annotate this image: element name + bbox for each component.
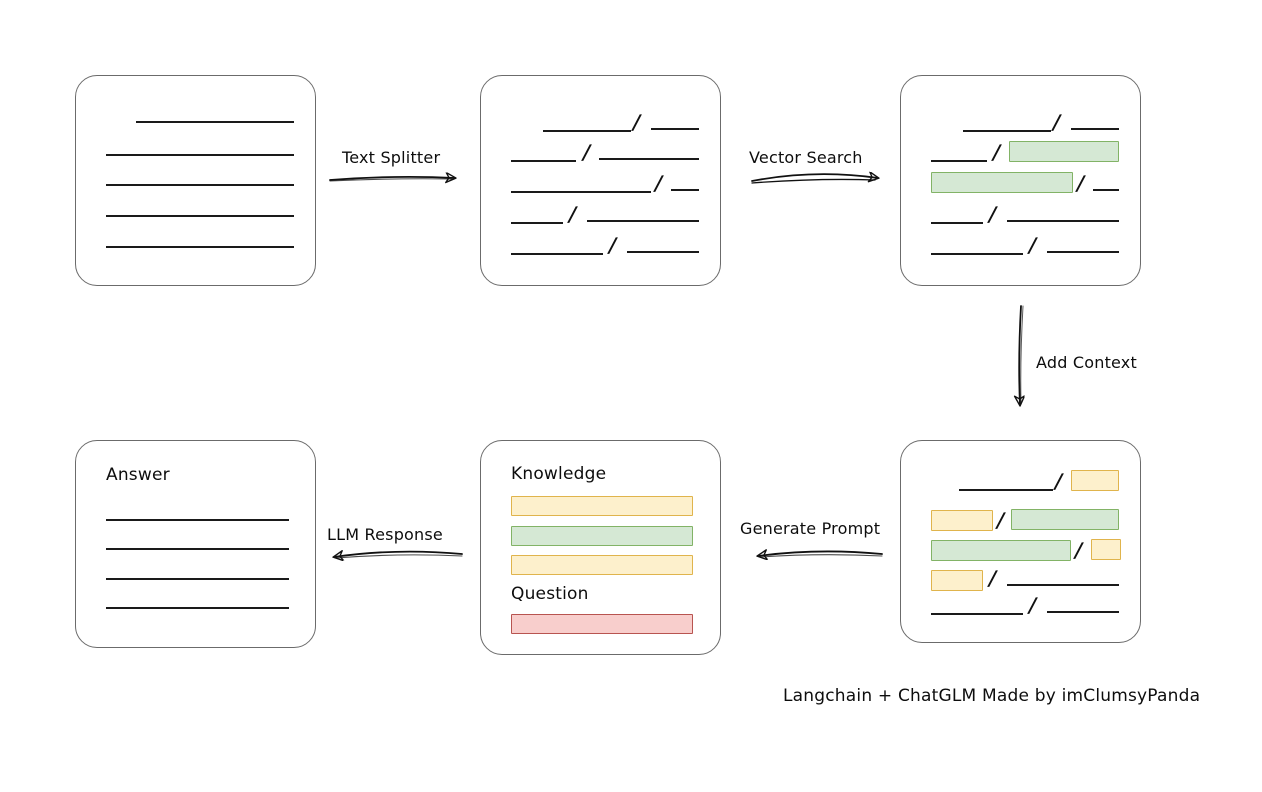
chunk-segment — [1047, 251, 1119, 253]
chunk-separator: / — [566, 202, 579, 226]
answer-label: Answer — [106, 465, 170, 485]
chunk-separator: / — [1050, 110, 1063, 134]
context-chunk-highlight[interactable] — [1091, 539, 1121, 560]
document-line — [106, 154, 294, 156]
chunk-segment — [651, 128, 699, 130]
chunk-segment — [671, 189, 699, 191]
vector-matched-chunks-box[interactable]: / / / / / — [900, 75, 1141, 286]
chunk-separator: / — [580, 140, 593, 164]
chunk-segment — [511, 253, 603, 255]
chunk-separator: / — [652, 171, 665, 195]
chunk-segment — [931, 253, 1023, 255]
split-chunks-box[interactable]: / / / / / — [480, 75, 721, 286]
document-line — [136, 121, 294, 123]
chunk-segment — [543, 130, 631, 132]
footer-credit: Langchain + ChatGLM Made by imClumsyPand… — [783, 686, 1201, 706]
edge-label-add-context: Add Context — [1036, 353, 1137, 372]
chunk-separator: / — [986, 202, 999, 226]
arrow-llm-response — [334, 552, 463, 558]
chunk-segment — [931, 160, 987, 162]
chunk-segment — [511, 191, 651, 193]
answer-box[interactable]: Answer — [75, 440, 316, 648]
chunk-separator: / — [1026, 593, 1039, 617]
document-line — [106, 246, 294, 248]
chunk-separator: / — [1074, 171, 1087, 195]
answer-line — [106, 519, 289, 521]
answer-line — [106, 578, 289, 580]
chunk-separator: / — [986, 566, 999, 590]
edge-label-generate-prompt: Generate Prompt — [740, 519, 881, 538]
knowledge-label: Knowledge — [511, 464, 607, 484]
chunk-segment — [1007, 220, 1119, 222]
chunk-separator: / — [1052, 469, 1065, 493]
edge-label-text-splitter: Text Splitter — [342, 148, 441, 167]
chunk-segment — [627, 251, 699, 253]
question-bar[interactable] — [511, 614, 693, 634]
knowledge-bar[interactable] — [511, 555, 693, 575]
arrow-add-context — [1019, 305, 1023, 405]
chunk-segment — [511, 160, 576, 162]
chunk-separator: / — [994, 508, 1007, 532]
chunk-separator: / — [1072, 538, 1085, 562]
retrieved-chunk-highlight[interactable] — [1011, 509, 1119, 530]
chunk-separator: / — [606, 233, 619, 257]
answer-line — [106, 607, 289, 609]
chunk-segment — [931, 613, 1023, 615]
chunk-segment — [1047, 611, 1119, 613]
document-line — [106, 215, 294, 217]
retrieved-chunk-highlight[interactable] — [931, 540, 1071, 561]
context-added-chunks-box[interactable]: / / / / / — [900, 440, 1141, 643]
arrow-vector-search — [751, 174, 878, 184]
chunk-segment — [959, 489, 1053, 491]
document-line — [106, 184, 294, 186]
chunk-segment — [963, 130, 1051, 132]
chunk-segment — [931, 222, 983, 224]
retrieved-chunk-highlight[interactable] — [931, 172, 1073, 193]
edge-label-llm-response: LLM Response — [327, 525, 443, 544]
knowledge-bar[interactable] — [511, 496, 693, 516]
arrow-text-splitter — [329, 177, 455, 181]
chunk-segment — [599, 158, 699, 160]
answer-line — [106, 548, 289, 550]
knowledge-bar[interactable] — [511, 526, 693, 546]
generated-prompt-box[interactable]: Knowledge Question — [480, 440, 721, 655]
context-chunk-highlight[interactable] — [931, 510, 993, 531]
question-label: Question — [511, 584, 589, 604]
chunk-segment — [587, 220, 699, 222]
arrow-generate-prompt — [758, 551, 883, 557]
retrieved-chunk-highlight[interactable] — [1009, 141, 1119, 162]
chunk-segment — [1071, 128, 1119, 130]
chunk-separator: / — [990, 140, 1003, 164]
chunk-separator: / — [630, 110, 643, 134]
chunk-separator: / — [1026, 233, 1039, 257]
edge-label-vector-search: Vector Search — [749, 148, 863, 167]
chunk-segment — [1093, 189, 1119, 191]
chunk-segment — [1007, 584, 1119, 586]
context-chunk-highlight[interactable] — [1071, 470, 1119, 491]
context-chunk-highlight[interactable] — [931, 570, 983, 591]
chunk-segment — [511, 222, 563, 224]
source-document-box[interactable] — [75, 75, 316, 286]
